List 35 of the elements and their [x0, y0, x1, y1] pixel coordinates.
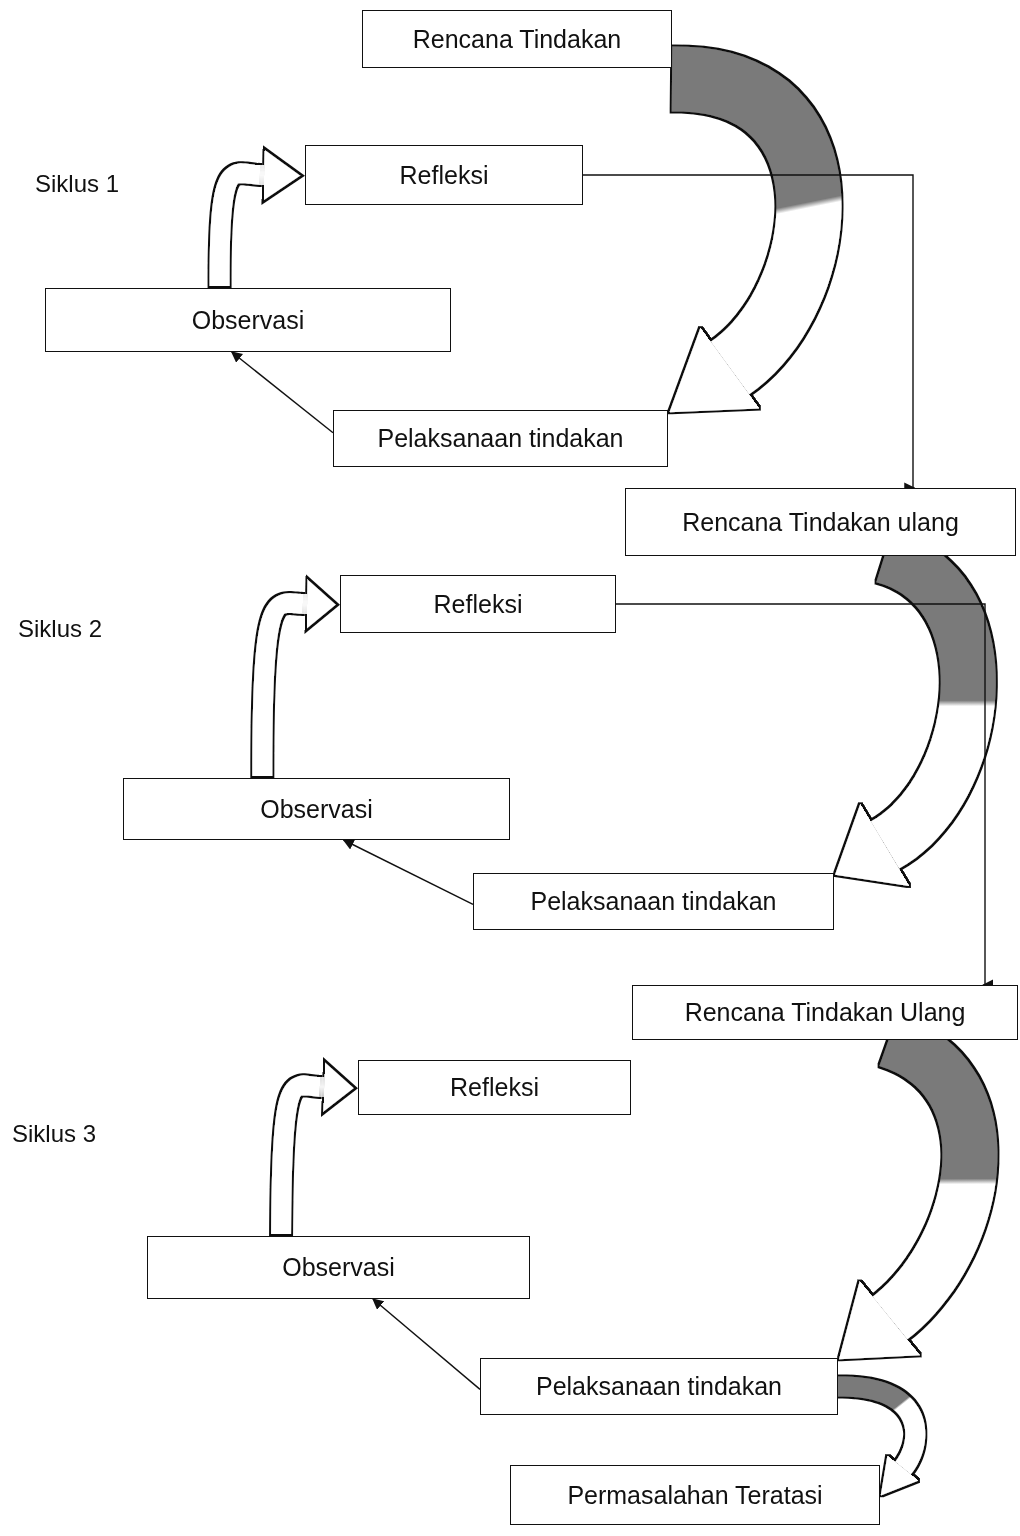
cycle-label: Siklus 1	[35, 170, 120, 198]
process-box	[358, 1060, 631, 1115]
box-label: Pelaksanaan tindakan	[530, 887, 777, 916]
process-box	[632, 985, 1018, 1040]
box-label: Refleksi	[450, 1073, 539, 1102]
box-label: Rencana Tindakan ulang	[682, 507, 959, 537]
box-label: Permasalahan Teratasi	[567, 1480, 823, 1510]
arrow	[372, 1298, 481, 1391]
curved-block-arrow	[269, 1057, 358, 1237]
process-box	[480, 1358, 838, 1415]
box-label: Pelaksanaan tindakan	[536, 1372, 782, 1401]
arrow	[342, 839, 474, 906]
box-label: Observasi	[282, 1253, 395, 1282]
box-label: Observasi	[260, 794, 373, 824]
process-box	[625, 488, 1016, 556]
process-box	[340, 575, 616, 633]
box-label: Rencana Tindakan	[412, 24, 622, 54]
process-box	[147, 1236, 530, 1299]
box-label: Pelaksanaan tindakan	[377, 424, 624, 453]
process-box	[510, 1465, 880, 1525]
curved-block-arrow	[207, 145, 305, 290]
cycle-label: Siklus 2	[18, 615, 103, 643]
process-box	[333, 410, 668, 467]
curved-block-arrow	[250, 574, 340, 778]
process-box	[45, 288, 451, 352]
process-box	[305, 145, 583, 205]
process-box	[123, 778, 510, 840]
arrow	[230, 351, 334, 434]
process-box	[473, 873, 834, 930]
box-label: Refleksi	[399, 160, 489, 190]
process-box	[362, 10, 672, 68]
box-label: Refleksi	[433, 589, 523, 619]
box-label: Rencana Tindakan Ulang	[684, 998, 966, 1027]
cycle-label: Siklus 3	[12, 1120, 97, 1148]
box-label: Observasi	[191, 305, 305, 335]
